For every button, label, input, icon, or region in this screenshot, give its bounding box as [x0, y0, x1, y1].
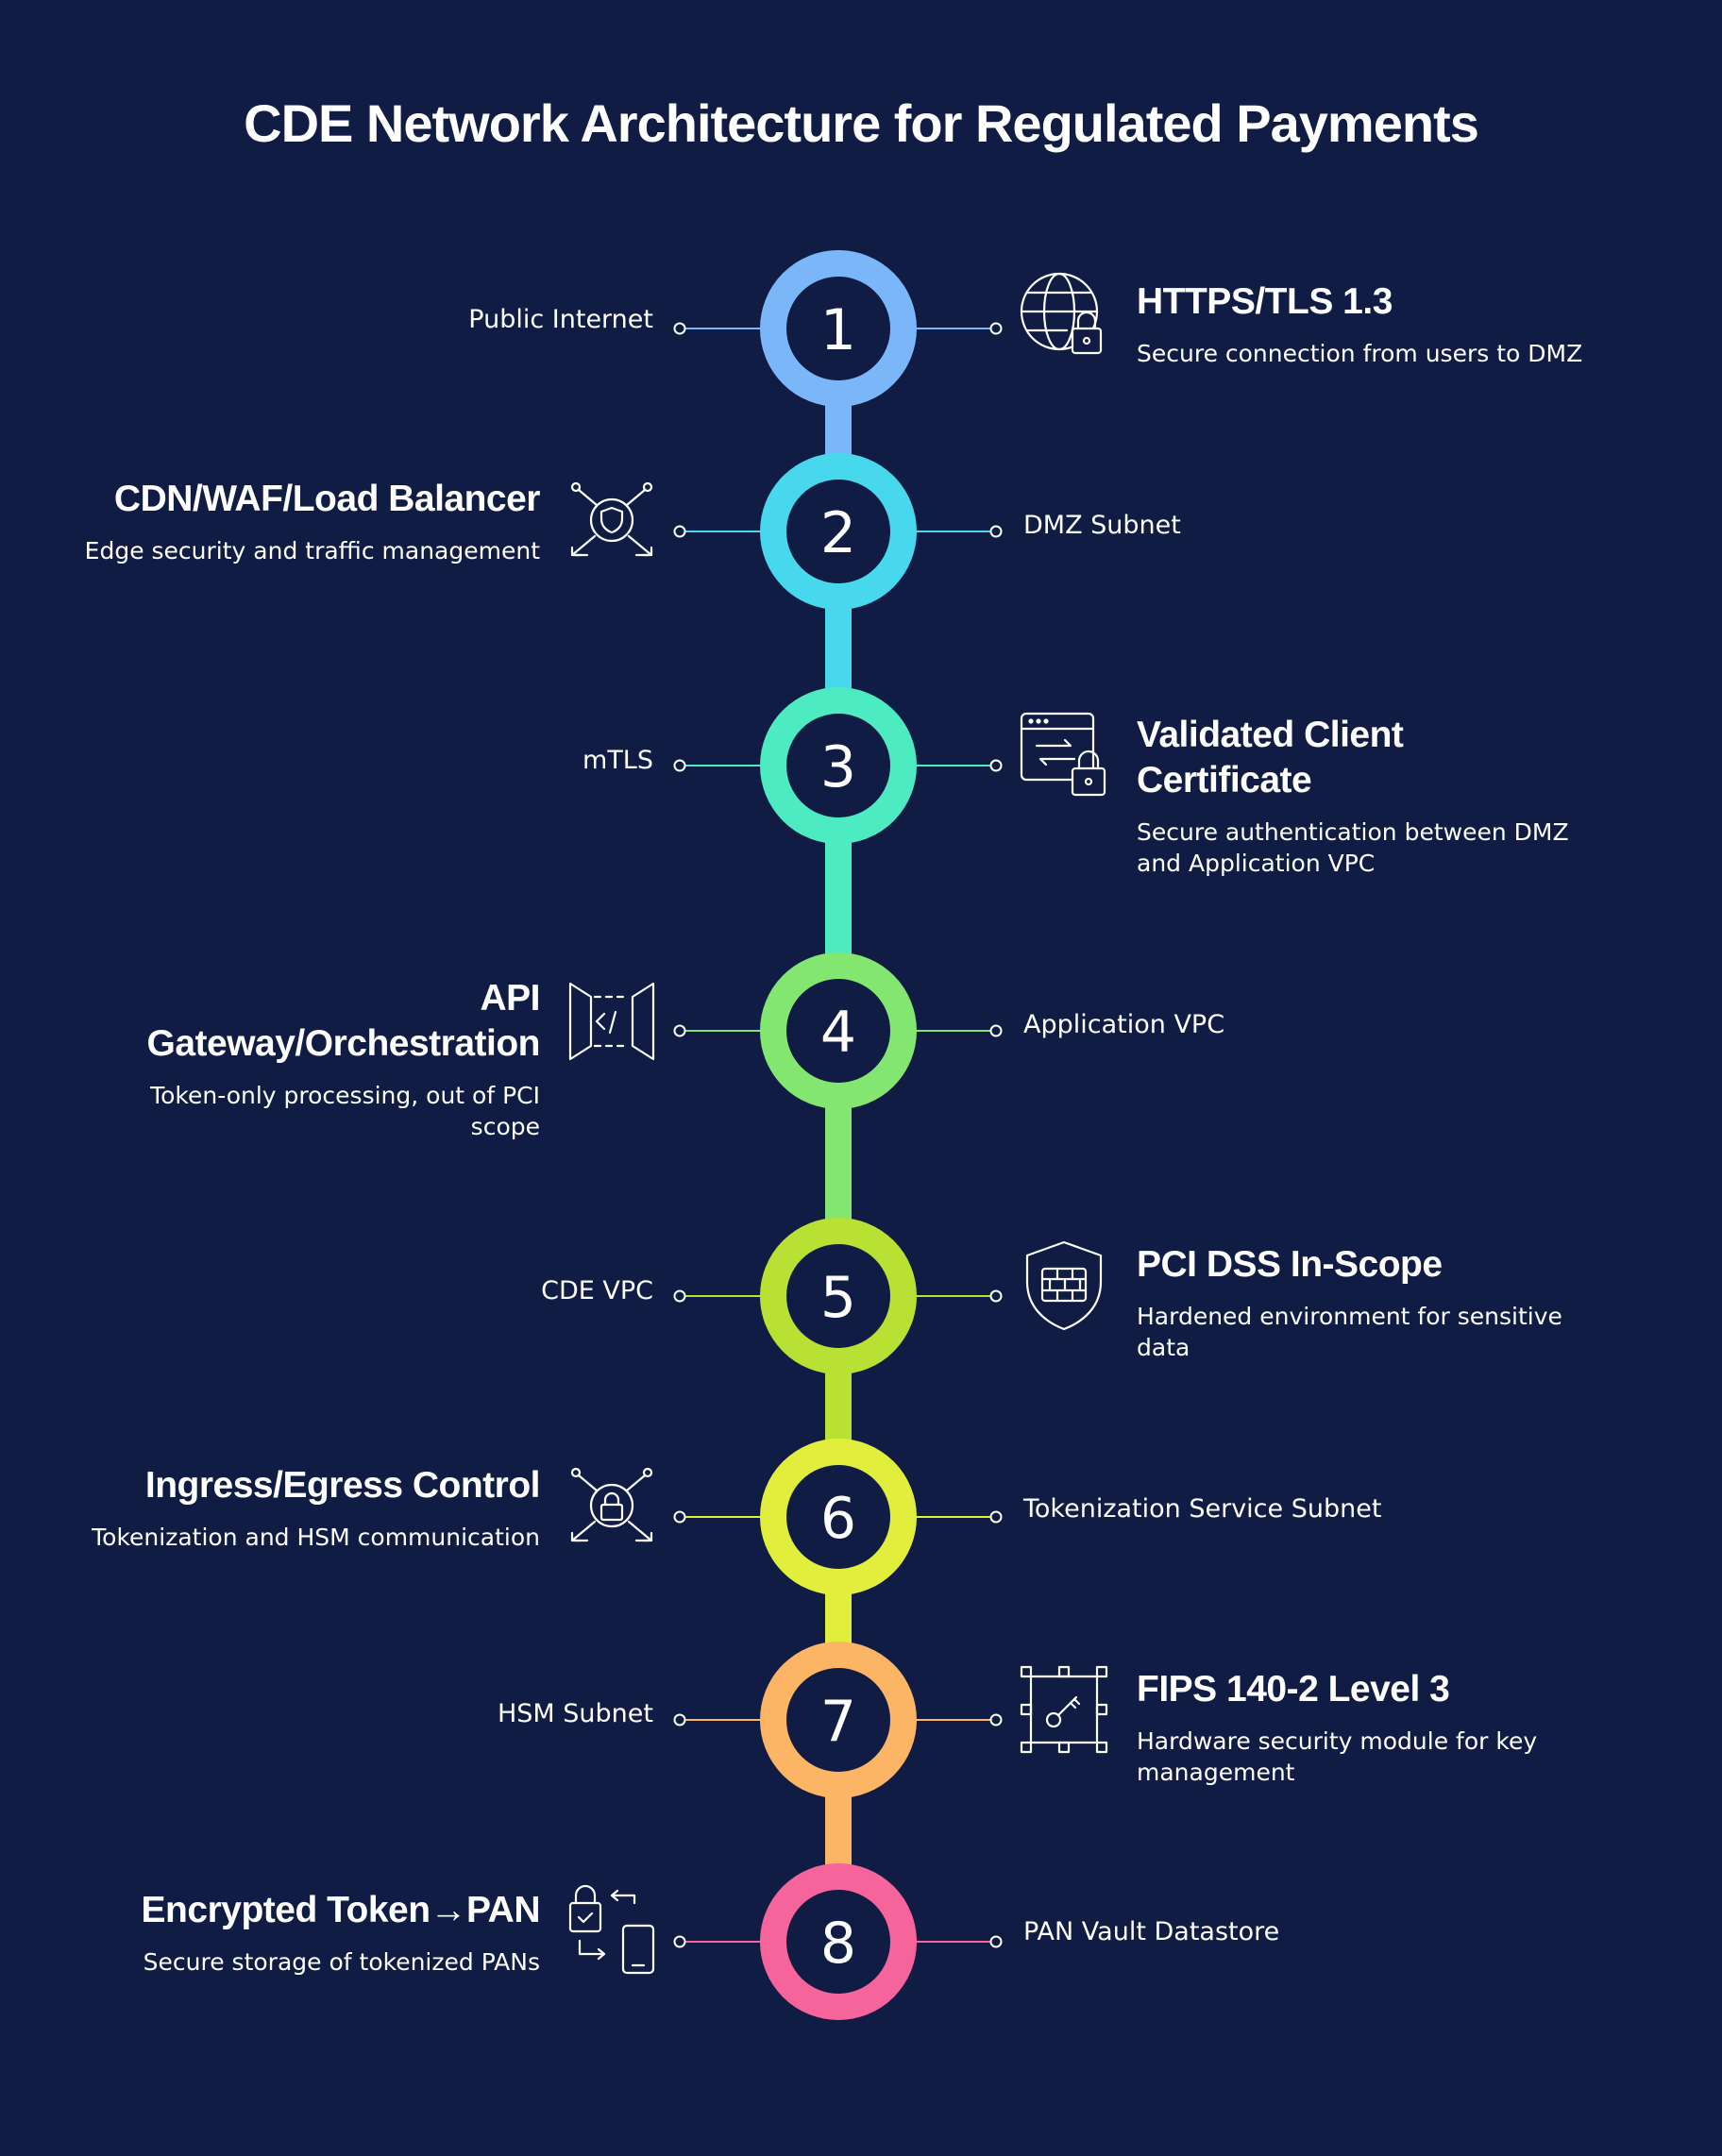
step-2-left-dot	[673, 525, 686, 538]
step-2-right-dot	[989, 525, 1003, 538]
step-4-heading: API Gateway/Orchestration	[146, 978, 541, 1064]
step-2-right-label: DMZ Subnet	[1023, 511, 1181, 540]
page-title: CDE Network Architecture for Regulated P…	[244, 93, 1479, 153]
connector-4-5	[825, 1096, 852, 1231]
step-5-right-dot	[989, 1289, 1003, 1303]
step-4-number: 4	[820, 1000, 856, 1066]
code-gateway-icon	[568, 982, 655, 1061]
step-1-right-block: HTTPS/TLS 1.3 Secure connection from use…	[1137, 279, 1590, 369]
step-5-circle	[760, 1218, 917, 1374]
step-8-right-label: PAN Vault Datastore	[1023, 1917, 1280, 1946]
lock-network-icon	[570, 1467, 653, 1542]
step-7-description: Hardware security module for key managem…	[1137, 1727, 1538, 1786]
step-4-left-dot	[673, 1024, 686, 1037]
connector-5-6	[825, 1361, 852, 1452]
step-8-description: Secure storage of tokenized PANs	[143, 1948, 540, 1976]
step-3-description: Secure authentication between DMZ and Ap…	[1137, 818, 1569, 877]
step-3-circle	[760, 687, 917, 844]
step-8-heading: Encrypted Token→PAN	[141, 1890, 541, 1930]
step-2-heading: CDN/WAF/Load Balancer	[113, 479, 541, 519]
step-6-right-label: Tokenization Service Subnet	[1023, 1494, 1382, 1524]
step-5-right-block: PCI DSS In-Scope Hardened environment fo…	[1137, 1242, 1580, 1363]
step-5-left-dot	[673, 1289, 686, 1303]
step-5-number: 5	[820, 1265, 856, 1331]
connector-7-8	[825, 1785, 852, 1877]
step-7-right-dot	[989, 1713, 1003, 1726]
step-3-right-block: Validated Client Certificate Secure auth…	[1137, 713, 1580, 879]
step-4-left-block: API Gateway/Orchestration Token-only pro…	[106, 976, 541, 1142]
step-1-right-dot	[989, 322, 1003, 335]
step-4-circle	[760, 952, 917, 1109]
step-1-circle	[760, 250, 917, 407]
step-1-number: 1	[820, 297, 856, 363]
step-7-circle	[760, 1642, 917, 1798]
step-1-left-label: Public Internet	[468, 305, 653, 334]
step-6-left-dot	[673, 1510, 686, 1524]
step-8-circle	[760, 1863, 917, 2020]
step-8-left-block: Encrypted Token→PAN Secure storage of to…	[11, 1888, 541, 1978]
step-1-left-dot	[673, 322, 686, 335]
step-3-right-dot	[989, 759, 1003, 772]
connector-3-4	[825, 831, 852, 966]
step-6-heading: Ingress/Egress Control	[144, 1465, 541, 1506]
lock-swap-device-icon	[568, 1884, 655, 1975]
step-5-description: Hardened environment for sensitive data	[1137, 1303, 1562, 1361]
step-6-description: Tokenization and HSM communication	[92, 1524, 540, 1551]
step-3-heading: Validated Client Certificate	[1137, 715, 1404, 800]
step-6-right-dot	[989, 1510, 1003, 1524]
step-6-number: 6	[820, 1486, 856, 1552]
step-8-left-dot	[673, 1935, 686, 1948]
shield-network-icon	[570, 481, 653, 557]
step-4-right-label: Application VPC	[1023, 1010, 1225, 1039]
connector-2-3	[825, 597, 852, 700]
step-3-left-dot	[673, 759, 686, 772]
step-4-right-dot	[989, 1024, 1003, 1037]
step-5-heading: PCI DSS In-Scope	[1137, 1244, 1443, 1285]
step-1-heading: HTTPS/TLS 1.3	[1137, 281, 1393, 322]
step-8-number: 8	[820, 1911, 856, 1977]
step-8-right-dot	[989, 1935, 1003, 1948]
browser-lock-icon	[1020, 712, 1106, 797]
step-7-right-block: FIPS 140-2 Level 3 Hardware security mod…	[1137, 1667, 1590, 1788]
shield-firewall-icon	[1025, 1240, 1103, 1331]
step-3-number: 3	[820, 734, 856, 800]
step-2-circle	[760, 453, 917, 610]
step-6-left-block: Ingress/Egress Control Tokenization and …	[11, 1463, 540, 1553]
step-4-description: Token-only processing, out of PCI scope	[150, 1082, 540, 1140]
step-6-circle	[760, 1439, 917, 1595]
step-7-left-dot	[673, 1713, 686, 1726]
step-7-left-label: HSM Subnet	[497, 1699, 653, 1728]
chip-key-icon	[1020, 1665, 1108, 1754]
globe-lock-icon	[1020, 272, 1103, 355]
step-5-left-label: CDE VPC	[541, 1276, 653, 1305]
step-2-description: Edge security and traffic management	[84, 537, 540, 564]
step-7-heading: FIPS 140-2 Level 3	[1137, 1669, 1450, 1710]
step-2-number: 2	[820, 500, 856, 566]
step-7-number: 7	[820, 1689, 856, 1755]
step-3-left-label: mTLS	[582, 746, 653, 775]
step-1-description: Secure connection from users to DMZ	[1137, 340, 1583, 367]
step-2-left-block: CDN/WAF/Load Balancer Edge security and …	[49, 477, 541, 566]
